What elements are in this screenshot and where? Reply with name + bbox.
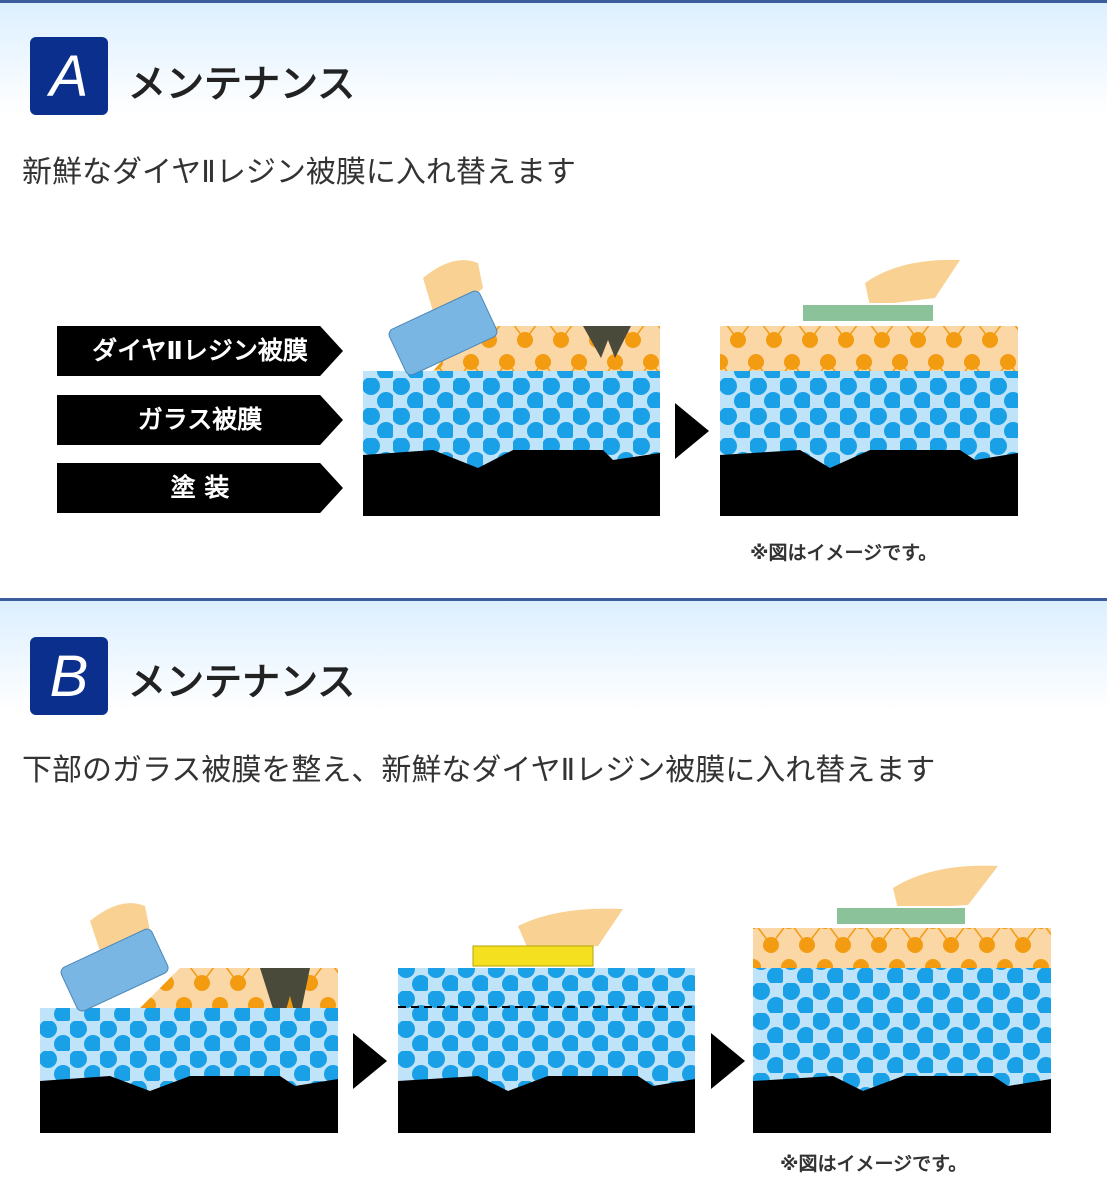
hand-sponge-icon [388,260,498,376]
label-paint: 塗 装 [57,463,343,513]
label-glass: ガラス被膜 [57,395,343,445]
section-description: 新鮮なダイヤⅡレジン被膜に入れ替えます [22,155,576,190]
image-note: ※図はイメージです。 [780,1153,968,1175]
arrow-right-icon [711,1033,745,1089]
diagram-before [363,260,660,516]
section-b: B メンテナンス 下部のガラス被膜を整え、新鮮なダイヤⅡレジン被膜に入れ替えます… [0,598,1107,1203]
hand-polisher-icon [801,259,960,323]
hand-sponge-icon [60,903,169,1012]
hand-polisher-icon [835,865,998,926]
diagram-before [40,903,338,1133]
diagram-after [753,865,1051,1133]
section-description: 下部のガラス被膜を整え、新鮮なダイヤⅡレジン被膜に入れ替えます [22,753,936,788]
image-note: ※図はイメージです。 [750,542,938,564]
section-title: メンテナンス [128,660,356,704]
diagram-middle [398,908,695,1133]
section-title: メンテナンス [128,62,356,106]
section-a: A メンテナンス 新鮮なダイヤⅡレジン被膜に入れ替えます ダイヤⅡレジン被膜 ガ… [0,0,1107,601]
section-badge: B [30,637,108,715]
section-badge: A [30,37,108,115]
diagram-after [720,259,1018,516]
arrow-right-icon [353,1033,387,1089]
label-resin: ダイヤⅡレジン被膜 [57,326,343,376]
hand-polisher-icon [472,908,623,967]
arrow-right-icon [675,403,709,459]
